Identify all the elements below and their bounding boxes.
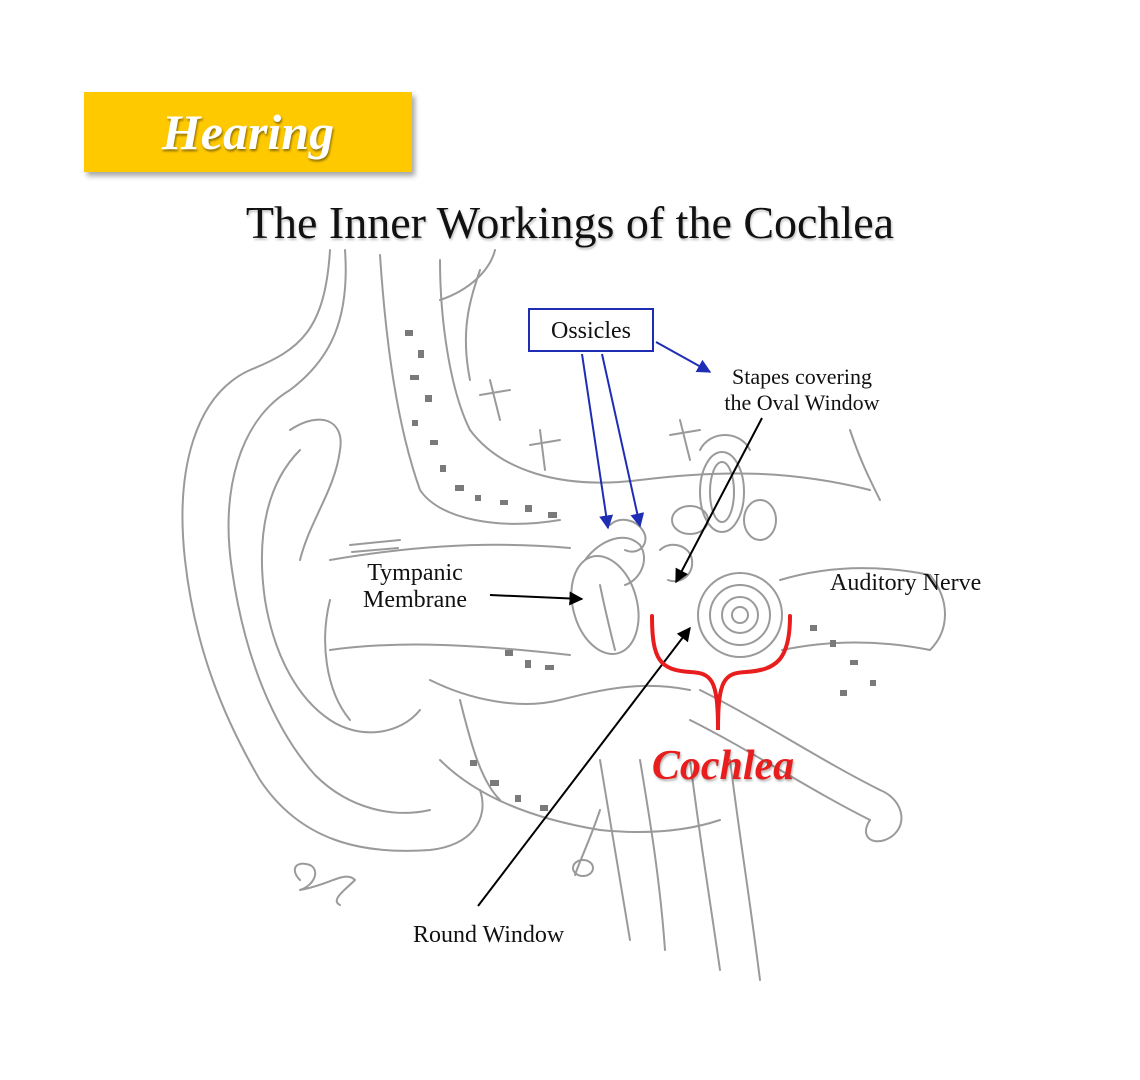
tympanic-membrane-label: Tympanic Membrane <box>340 560 490 614</box>
tympanic-label-line2: Membrane <box>363 587 467 613</box>
ossicles-pointer-malleus <box>581 353 614 530</box>
tympanic-label-line1: Tympanic <box>367 560 463 586</box>
cochlea-brace <box>650 614 792 731</box>
section-badge-label: Hearing <box>161 104 335 160</box>
stapes-label: Stapes covering the Oval Window <box>702 364 902 416</box>
tympanic-membrane-pointer <box>489 591 584 606</box>
round-window-pointer <box>477 626 691 907</box>
cochlea-label: Cochlea <box>651 743 795 789</box>
slide-title: The Inner Workings of the Cochlea <box>245 197 895 248</box>
stapes-label-line2: the Oval Window <box>724 390 880 415</box>
round-window-label: Round Window <box>413 922 565 948</box>
auditory-nerve-label: Auditory Nerve <box>830 570 982 596</box>
oval-window-pointer <box>675 417 763 584</box>
ossicles-callout-box: Ossicles <box>528 308 654 352</box>
ossicles-pointer-stapes <box>655 341 712 373</box>
stapes-label-line1: Stapes covering <box>732 364 872 389</box>
section-badge: Hearing <box>84 92 412 172</box>
ossicles-label: Ossicles <box>551 318 631 344</box>
ossicles-pointer-incus <box>601 353 645 528</box>
